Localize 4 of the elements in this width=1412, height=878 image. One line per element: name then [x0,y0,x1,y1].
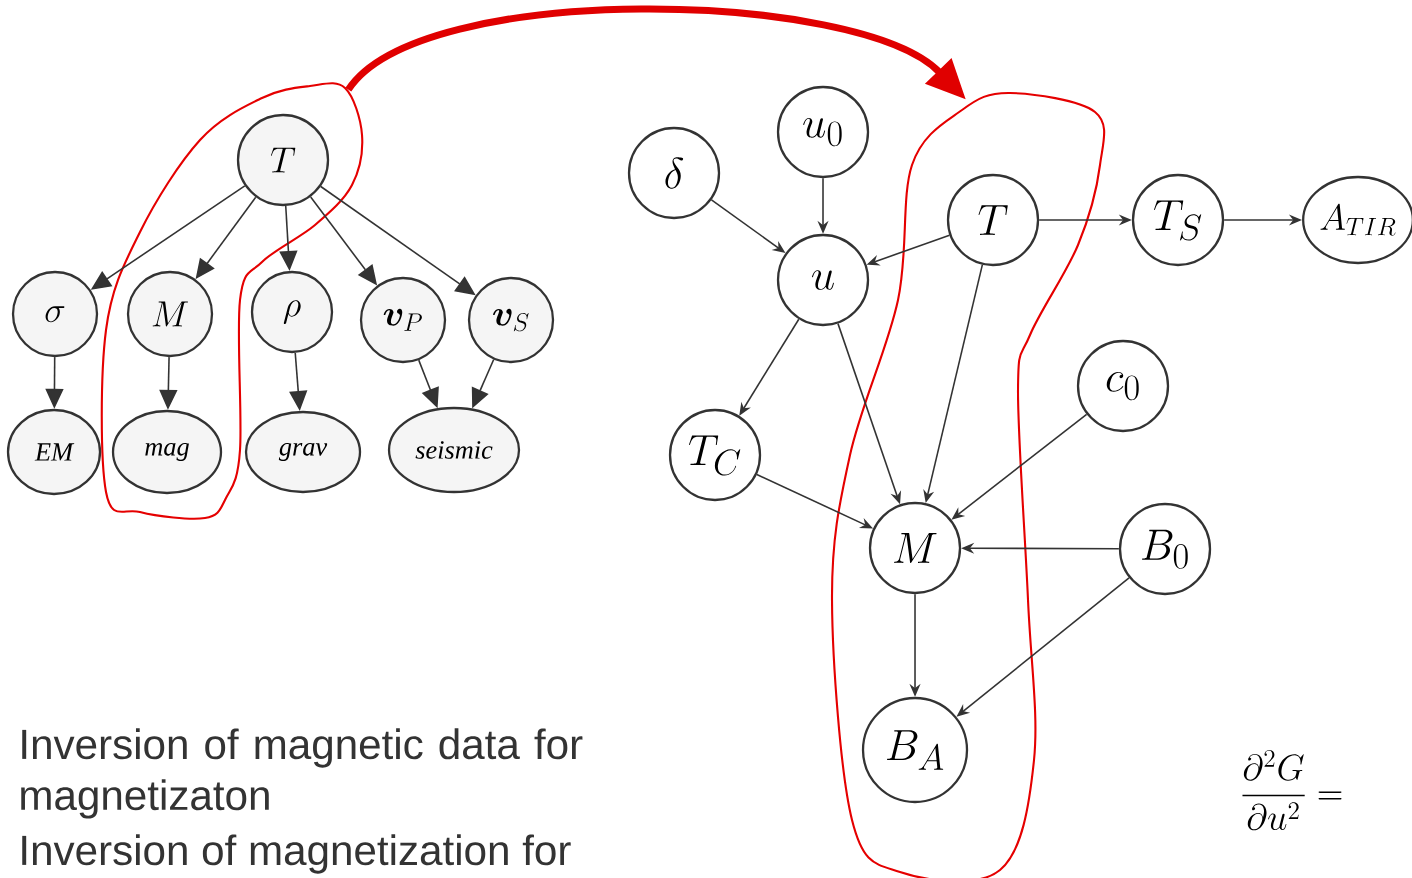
caption-text: Inversion of magnetic data for magnetizaton [21,728,583,819]
loop-outline [100,82,364,520]
formula: $\frac{\partial^2 G}{\partial u^2} =$ [1242,749,1342,831]
caption-text: Inversion of magnetization for [22,834,571,874]
